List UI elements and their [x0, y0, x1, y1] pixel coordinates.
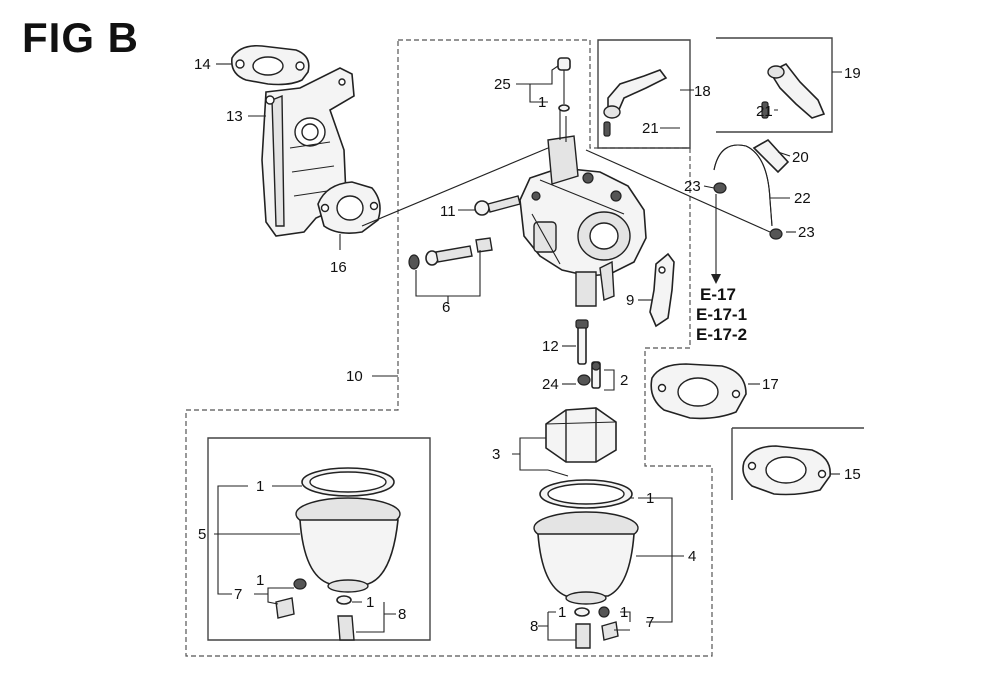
label-1a: 1: [538, 94, 546, 111]
label-25: 25: [494, 76, 511, 93]
lever-18: [603, 69, 668, 137]
label-7a: 7: [234, 586, 242, 603]
line-body-to-23: [585, 149, 771, 233]
label-13: 13: [226, 108, 243, 125]
label-19: 19: [844, 65, 861, 82]
gasket-16: [317, 181, 381, 234]
label-15: 15: [844, 466, 861, 483]
callout-labels: 14 13 16 10 25 1 11 6 12 24 2 3 9 18 21 …: [194, 56, 861, 635]
line-16-to-carb: [361, 147, 549, 227]
figure-title: FIG B: [22, 14, 139, 61]
label-14: 14: [194, 56, 211, 73]
lever-9: [649, 252, 675, 328]
label-8b: 8: [530, 618, 538, 635]
screw-25: [557, 57, 571, 112]
label-6: 6: [442, 299, 450, 316]
leader-lines: [214, 63, 842, 641]
label-21a: 21: [642, 120, 659, 137]
reference-e-17-1: E-17-1: [696, 305, 747, 324]
label-20: 20: [792, 149, 809, 166]
screw-11: [474, 195, 521, 216]
label-3: 3: [492, 446, 500, 463]
fuel-tube-22: [713, 144, 773, 227]
arrow-head: [711, 274, 721, 284]
needle-valve-2: [591, 361, 601, 389]
label-22: 22: [794, 190, 811, 207]
lever-19: [761, 62, 826, 119]
clip-23-upper: [713, 182, 727, 194]
label-1f: 1: [558, 604, 566, 621]
label-7b: 7: [646, 614, 654, 631]
assembly-outline: [185, 39, 713, 657]
float-bowl-right: [533, 479, 639, 649]
label-1b: 1: [256, 478, 264, 495]
label-2: 2: [620, 372, 628, 389]
label-18: 18: [694, 83, 711, 100]
label-24: 24: [542, 376, 559, 393]
label-23b: 23: [798, 224, 815, 241]
label-12: 12: [542, 338, 559, 355]
label-23a: 23: [684, 178, 701, 195]
label-21b: 21: [756, 103, 773, 120]
gasket-15: [742, 445, 831, 496]
inset-box-15: [731, 427, 864, 500]
label-1e: 1: [646, 490, 654, 507]
float-3: [545, 407, 617, 477]
gasket-17: [650, 363, 747, 420]
clip-20: [752, 138, 790, 174]
label-16: 16: [330, 259, 347, 276]
carburetor-body: [519, 110, 647, 307]
reference-e-17-2: E-17-2: [696, 325, 747, 344]
gasket-14: [230, 44, 310, 86]
label-9: 9: [626, 292, 634, 309]
label-1g: 1: [620, 604, 628, 621]
inset-box-18: [597, 39, 691, 149]
label-4: 4: [688, 548, 696, 565]
label-10: 10: [346, 368, 363, 385]
inset-box-4: [207, 437, 431, 641]
clip-23-lower: [769, 228, 783, 240]
clip-24: [577, 374, 591, 386]
pin-12: [575, 319, 589, 365]
label-11: 11: [440, 203, 456, 220]
screw-set-6: [408, 237, 493, 270]
label-1d: 1: [366, 594, 374, 611]
float-bowl-left: [275, 467, 401, 641]
label-8a: 8: [398, 606, 406, 623]
reference-e-17: E-17: [700, 285, 736, 304]
label-1c: 1: [256, 572, 264, 589]
label-5: 5: [198, 526, 206, 543]
inset-box-19: [716, 37, 833, 133]
label-17: 17: [762, 376, 779, 393]
cross-references: E-17 E-17-1 E-17-2: [696, 285, 747, 344]
